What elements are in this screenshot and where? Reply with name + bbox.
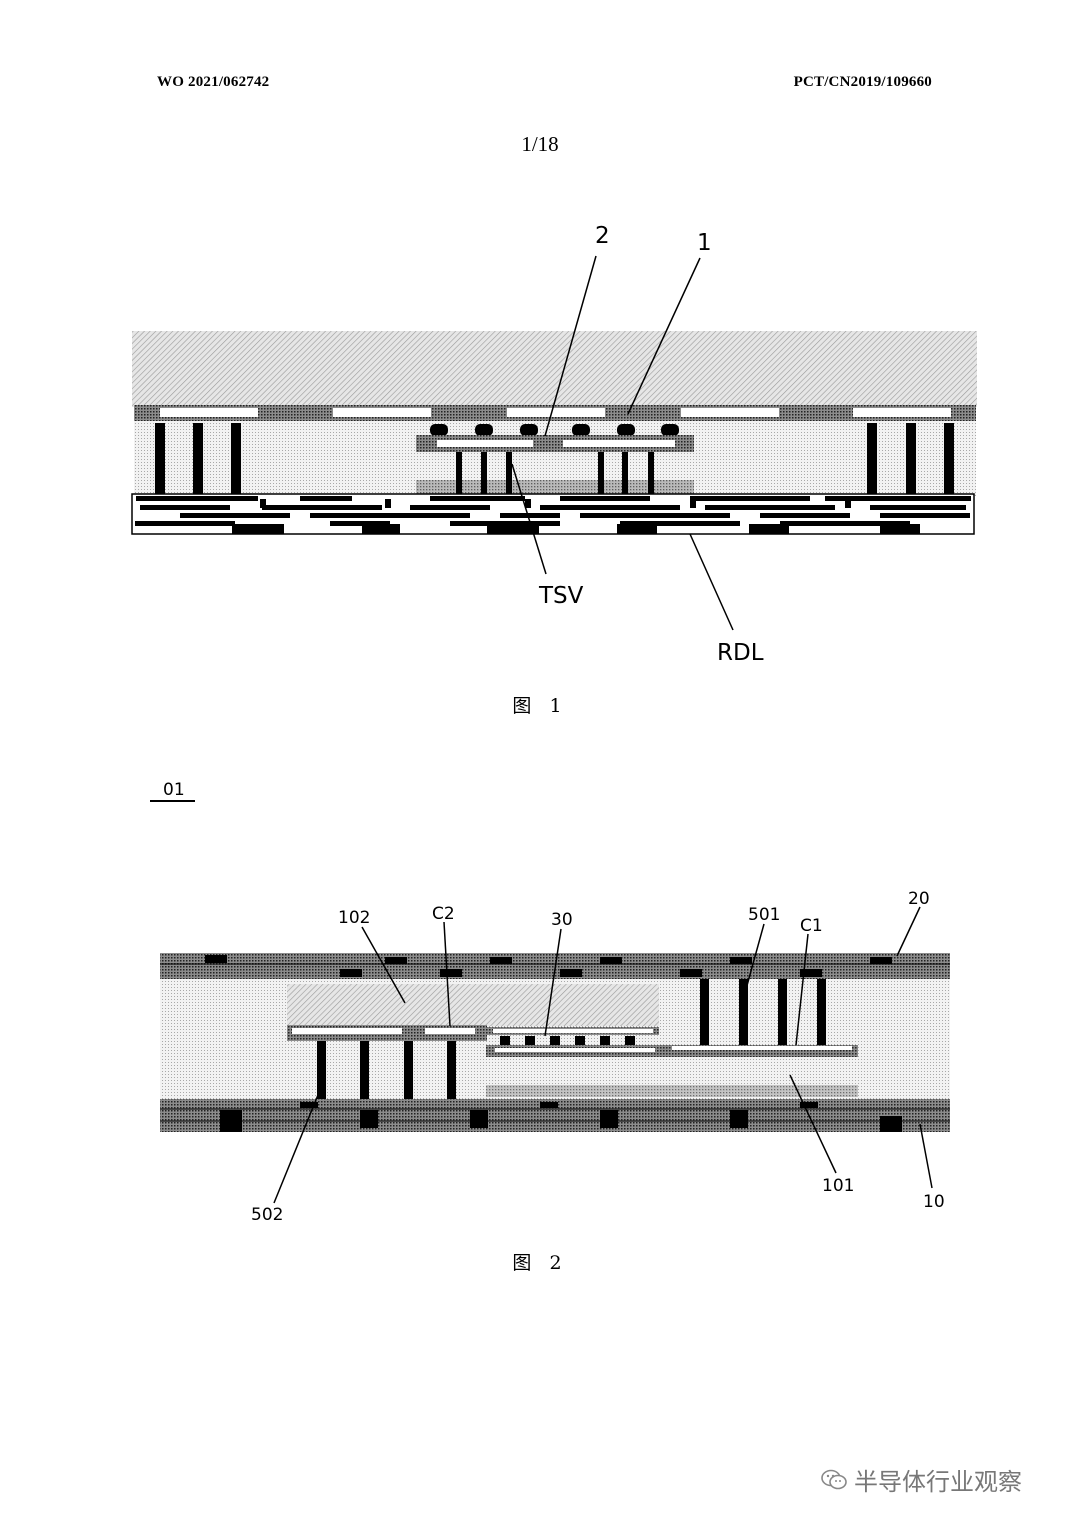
- label-c1: C1: [800, 916, 823, 936]
- label-101: 101: [822, 1176, 854, 1196]
- label-rdl: RDL: [717, 640, 764, 666]
- figure-1-caption: 图 1: [512, 695, 568, 717]
- figure-2-drawing: 01: [150, 780, 950, 1225]
- label-30: 30: [551, 910, 573, 930]
- application-number: PCT/CN2019/109660: [793, 74, 932, 90]
- watermark-text: 半导体行业观察: [854, 1468, 1022, 1496]
- figure-2-caption: 图 2: [512, 1252, 568, 1274]
- label-2: 2: [595, 223, 610, 249]
- figure-1-drawing: 2 1 TSV RDL: [131, 223, 977, 666]
- label-10: 10: [923, 1192, 945, 1212]
- label-20: 20: [908, 889, 930, 909]
- label-c2: C2: [432, 904, 455, 924]
- publication-number: WO 2021/062742: [157, 74, 270, 90]
- watermark: 半导体行业观察: [820, 1462, 1022, 1497]
- label-01: 01: [163, 780, 185, 800]
- wechat-icon: [821, 1469, 847, 1489]
- page-number: 1/18: [521, 132, 559, 156]
- label-502: 502: [251, 1205, 283, 1225]
- label-tsv: TSV: [538, 583, 584, 609]
- label-501: 501: [748, 905, 780, 925]
- label-1: 1: [697, 230, 712, 256]
- label-102: 102: [338, 908, 370, 928]
